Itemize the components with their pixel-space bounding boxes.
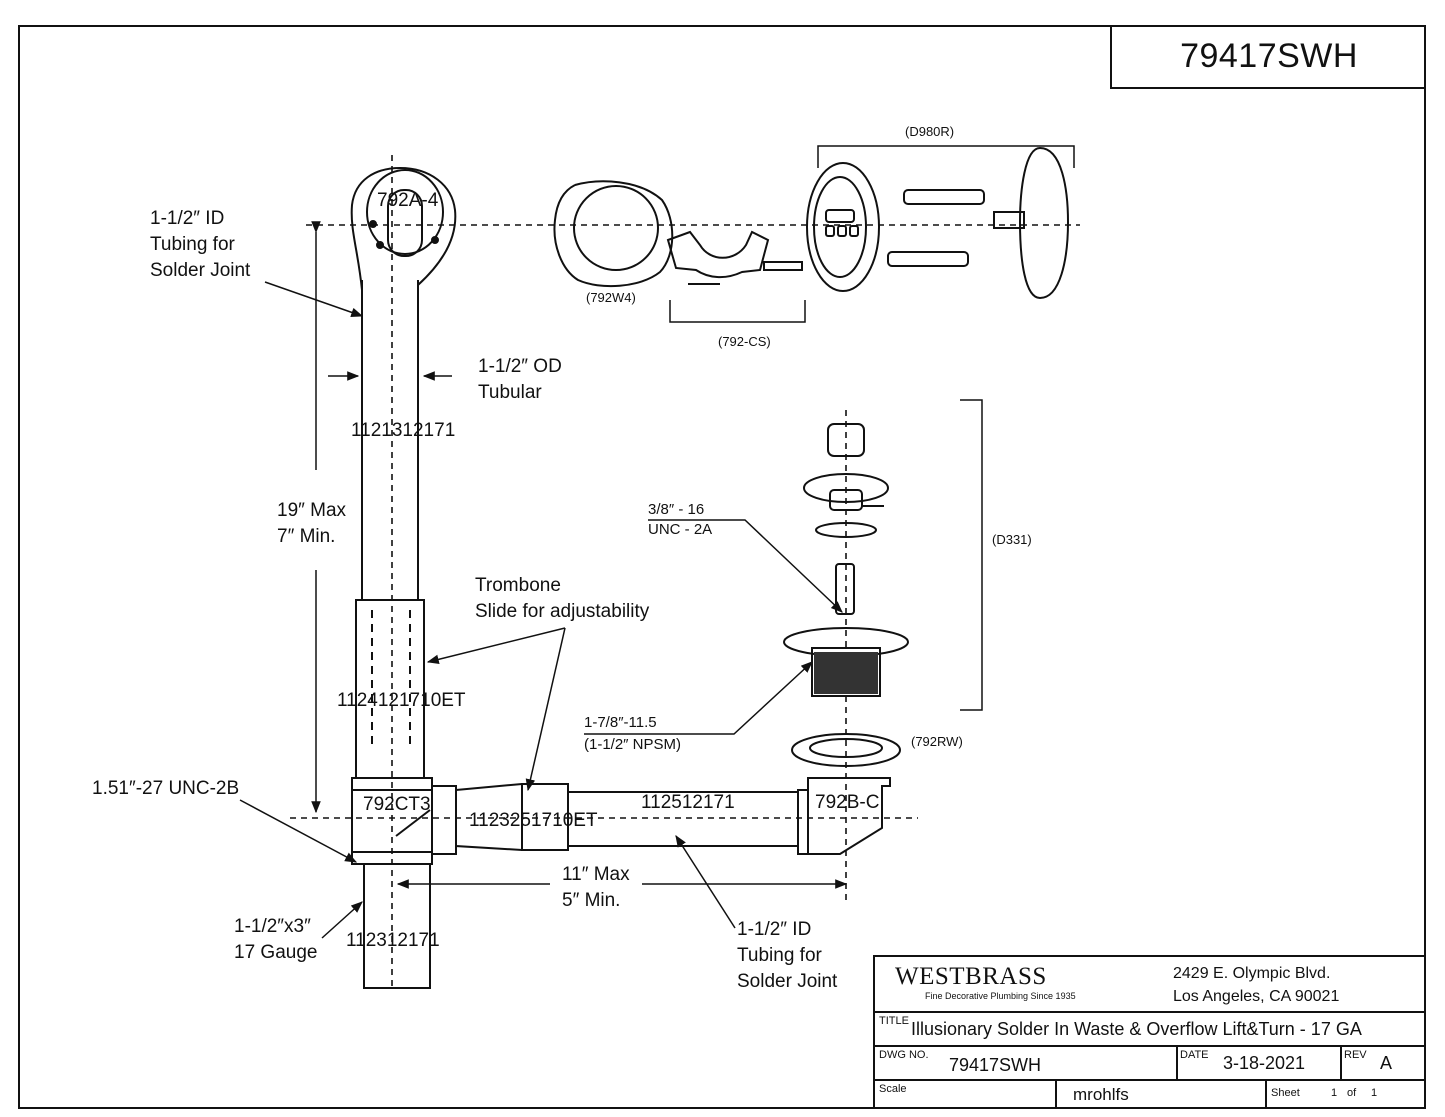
callout-stopper: (D331): [992, 532, 1032, 547]
dimensions: [311, 221, 848, 889]
label-thread-drain: 1-7/8″-11.5 (1-1/2″ NPSM): [584, 714, 681, 753]
pn-horizontal-tube: 112512171: [641, 792, 735, 813]
label-id-tubing-bottom: 1-1/2″ ID Tubing for Solder Joint: [737, 919, 838, 992]
overflow-gasket: [553, 180, 674, 288]
title-row: TITLE Illusionary Solder In Waste & Over…: [875, 1011, 1424, 1045]
callout-clip-screws: (792-CS): [718, 334, 771, 349]
title-block: WESTBRASS Fine Decorative Plumbing Since…: [873, 955, 1426, 1109]
pn-horizontal-slide: 1123251710ET: [469, 810, 598, 831]
part-number: 79417SWH: [1180, 36, 1358, 75]
company-tagline: Fine Decorative Plumbing Since 1935: [925, 991, 1076, 1001]
waste-tee: [351, 777, 457, 865]
vertical-tube: [361, 280, 419, 600]
slide-tube: [355, 599, 425, 779]
stopper-assembly: [803, 423, 889, 615]
callout-gasket: (792W4): [586, 290, 636, 305]
label-thread-tee: 1.51″-27 UNC-2B: [92, 778, 240, 799]
label-length-range: 11″ Max 5″ Min.: [562, 864, 630, 911]
waste-shoe: [797, 777, 891, 855]
label-thread-stopper: 3/8″ - 16 UNC - 2A: [648, 501, 713, 538]
label-od-tubular: 1-1/2″ OD Tubular: [478, 356, 562, 403]
part-number-box: 79417SWH: [1110, 25, 1426, 89]
drain-flange: [783, 627, 909, 767]
label-height-range: 19″ Max 7″ Min.: [277, 500, 347, 547]
short-tube: [363, 863, 431, 989]
label-trombone: Trombone Slide for adjustability: [475, 575, 650, 622]
horizontal-slide: [455, 783, 569, 851]
sheet-number: 1: [1331, 1087, 1338, 1099]
company-address: 2429 E. Olympic Blvd. Los Angeles, CA 90…: [1173, 965, 1340, 1005]
drawing-title: Illusionary Solder In Waste & Overflow L…: [911, 1019, 1362, 1039]
sheet-of: of: [1347, 1087, 1357, 1099]
label-id-tubing-top: 1-1/2″ ID Tubing for Solder Joint: [150, 208, 251, 281]
overflow-clip: [666, 230, 803, 285]
dwg-row: DWG NO. 79417SWH DATE 3-18-2021 REV A: [875, 1045, 1424, 1081]
faceplate: [806, 146, 1070, 300]
scale-row: Scale mrohlfs Sheet 1 of 1: [875, 1079, 1424, 1109]
pn-elbow: 792A-4: [377, 190, 439, 211]
drain-thread-fill: [814, 652, 878, 694]
callout-washer: (792RW): [911, 734, 963, 749]
drawing-frame: [18, 25, 1426, 1109]
sheet-total: 1: [1371, 1087, 1378, 1099]
title-caption: TITLE: [879, 1015, 909, 1027]
brackets: [669, 145, 1075, 711]
dwg-number: 79417SWH: [949, 1055, 1042, 1075]
leaders: [239, 281, 843, 939]
pn-short-tube: 112312171: [346, 930, 440, 951]
sheet-caption: Sheet: [1271, 1087, 1300, 1099]
pn-slide-tube: 1124121710ET: [337, 690, 466, 711]
drawing-date: 3-18-2021: [1223, 1053, 1306, 1073]
date-caption: DATE: [1180, 1049, 1209, 1061]
pn-tee: 792CT3: [363, 794, 431, 815]
company-logo: WESTBRASS: [895, 963, 1047, 990]
pn-vertical-tube: 1121312171: [351, 420, 456, 441]
scale-caption: Scale: [879, 1083, 907, 1095]
dwg-caption: DWG NO.: [879, 1049, 929, 1061]
callout-faceplate: (D980R): [905, 124, 955, 139]
revision: A: [1380, 1053, 1393, 1073]
pn-shoe: 792B-C: [815, 792, 880, 813]
label-short-tube: 1-1/2″x3″ 17 Gauge: [234, 916, 318, 963]
overflow-elbow: [350, 166, 457, 291]
rev-caption: REV: [1344, 1049, 1367, 1061]
drawn-by: mrohlfs: [1073, 1085, 1129, 1104]
